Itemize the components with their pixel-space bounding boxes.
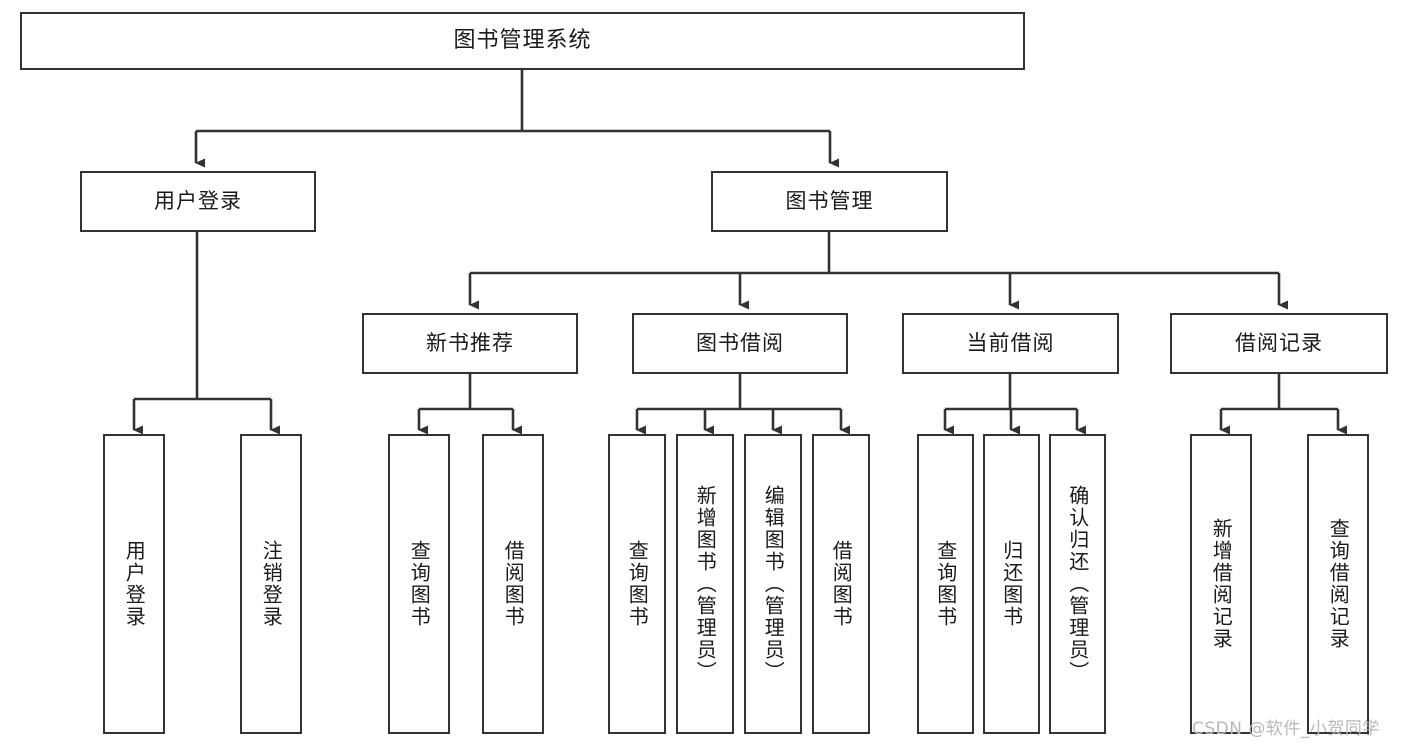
node-label: 借阅记录 (1235, 330, 1323, 355)
node-leaf-borrow-record-add[interactable]: 新增借阅记录 (1190, 434, 1252, 734)
node-label: 借阅图书 (829, 540, 854, 628)
node-current-borrow[interactable]: 当前借阅 (902, 313, 1119, 374)
node-label: 图书管理系统 (453, 27, 592, 53)
node-leaf-current-borrow-return[interactable]: 归还图书 (983, 434, 1040, 734)
node-label: 归还图书 (999, 540, 1024, 628)
node-label: 查询图书 (625, 540, 650, 628)
node-leaf-book-borrow-query[interactable]: 查询图书 (608, 434, 666, 734)
node-label: 查询图书 (407, 540, 432, 628)
node-borrow-record[interactable]: 借阅记录 (1170, 313, 1388, 374)
node-leaf-book-borrow-add[interactable]: 新增图书（管理员） (676, 434, 734, 734)
node-label: 当前借阅 (966, 330, 1055, 355)
node-leaf-new-book-query[interactable]: 查询图书 (388, 434, 450, 734)
node-root-book-management-system[interactable]: 图书管理系统 (20, 12, 1025, 70)
node-user-login[interactable]: 用户登录 (80, 171, 316, 232)
node-leaf-current-borrow-confirm-return[interactable]: 确认归还（管理员） (1049, 434, 1106, 734)
node-leaf-user-login-login[interactable]: 用户登录 (103, 434, 165, 734)
node-label: 用户登录 (154, 188, 242, 213)
node-label: 确认归还（管理员） (1065, 485, 1090, 683)
node-label: 用户登录 (122, 540, 147, 628)
node-label: 图书管理 (785, 188, 874, 213)
node-label: 新增图书（管理员） (693, 485, 718, 683)
node-book-management[interactable]: 图书管理 (711, 171, 948, 232)
node-label: 借阅图书 (501, 540, 526, 628)
node-leaf-book-borrow-edit[interactable]: 编辑图书（管理员） (744, 434, 802, 734)
node-label: 查询图书 (933, 540, 958, 628)
node-label: 新增借阅记录 (1209, 518, 1234, 650)
node-label: 图书借阅 (696, 330, 784, 355)
csdn-watermark: CSDN @软件_小贺同学 (1192, 719, 1380, 739)
node-new-book-recommend[interactable]: 新书推荐 (362, 313, 578, 374)
node-book-borrow[interactable]: 图书借阅 (632, 313, 848, 374)
node-label: 新书推荐 (426, 330, 514, 355)
node-leaf-borrow-record-query[interactable]: 查询借阅记录 (1307, 434, 1369, 734)
node-leaf-current-borrow-query[interactable]: 查询图书 (917, 434, 974, 734)
node-label: 注销登录 (259, 540, 284, 628)
node-leaf-user-login-logout[interactable]: 注销登录 (240, 434, 302, 734)
node-leaf-book-borrow-borrow[interactable]: 借阅图书 (812, 434, 870, 734)
node-leaf-new-book-borrow[interactable]: 借阅图书 (482, 434, 544, 734)
node-label: 查询借阅记录 (1326, 518, 1351, 650)
node-label: 编辑图书（管理员） (761, 485, 786, 683)
